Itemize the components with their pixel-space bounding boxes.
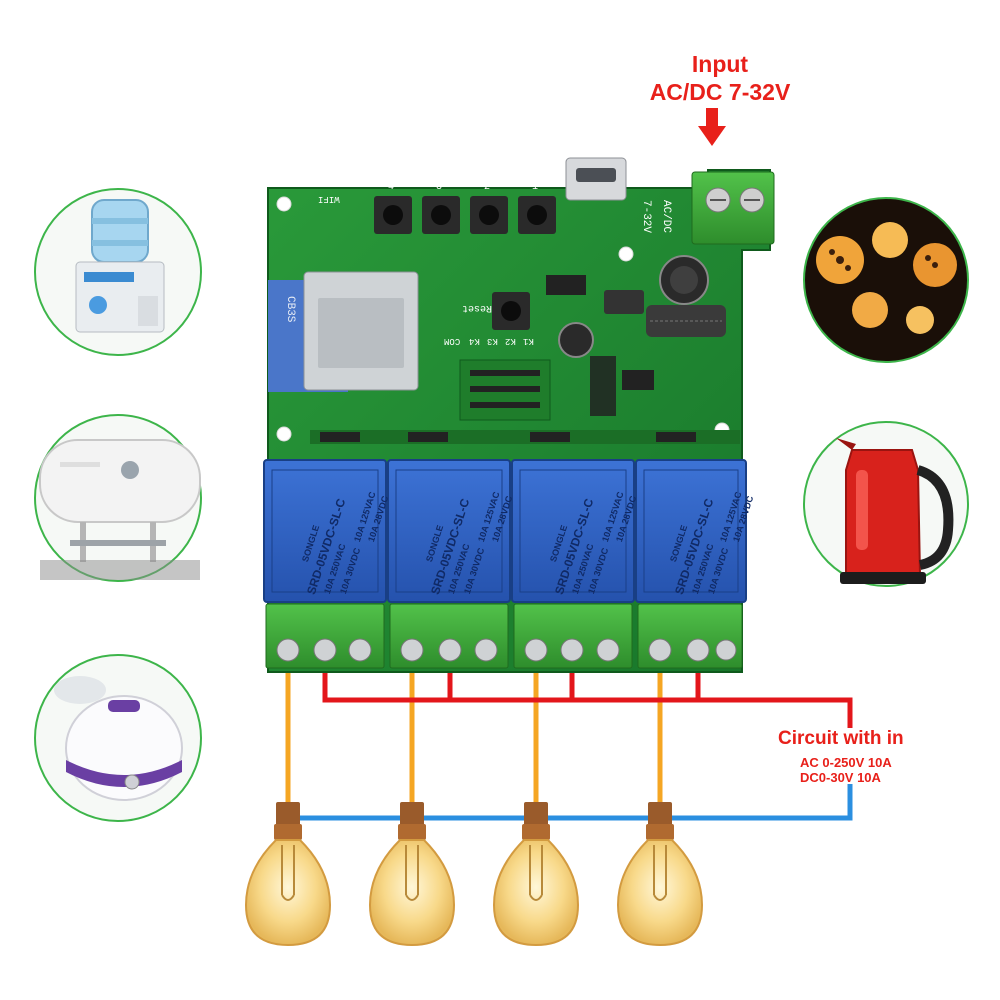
antenna-coil bbox=[646, 305, 726, 337]
input-label-line1: Input bbox=[691, 51, 749, 77]
relay bbox=[263, 459, 387, 603]
appliance-water-heater bbox=[34, 414, 202, 582]
relay bbox=[635, 459, 747, 603]
pendant-lamps-icon bbox=[816, 222, 957, 334]
humidifier-icon bbox=[54, 676, 183, 801]
pcb-key-label: K2 bbox=[505, 336, 516, 346]
pcb-button-number: 2 bbox=[484, 182, 491, 193]
water-dispenser-icon bbox=[75, 199, 165, 333]
output-terminal-block bbox=[637, 603, 743, 669]
pcb-key-label: K4 bbox=[469, 336, 480, 346]
relay bbox=[387, 459, 511, 603]
pcb-key-label: K1 bbox=[523, 336, 534, 346]
pcb-key-label: COM bbox=[444, 336, 461, 346]
wifi-module bbox=[268, 271, 419, 392]
circuit-spec-ac: AC 0-250V 10A bbox=[800, 755, 892, 770]
blue-return-wire bbox=[288, 784, 853, 821]
pcb-button-number: 1 bbox=[532, 182, 539, 193]
bulb bbox=[492, 802, 580, 947]
appliance-water-dispenser bbox=[34, 188, 202, 356]
pcb-power-label: 7-32V bbox=[640, 200, 652, 234]
pcb-button-number: 4 bbox=[388, 182, 395, 193]
wiring bbox=[285, 668, 853, 821]
pcb-button-number: 3 bbox=[436, 182, 443, 193]
input-arrow-icon bbox=[698, 108, 726, 146]
input-label: Input AC/DC 7-32V bbox=[600, 50, 840, 106]
water-heater-icon bbox=[39, 439, 201, 580]
input-label-line2: AC/DC 7-32V bbox=[649, 79, 791, 105]
appliance-pendant-lamps bbox=[803, 197, 969, 363]
bulb bbox=[616, 802, 704, 947]
output-terminal-block bbox=[389, 603, 509, 669]
buttons bbox=[374, 196, 556, 330]
pcb-wifi-label: WIFI bbox=[318, 194, 340, 204]
appliance-electric-kettle bbox=[803, 421, 969, 587]
red-common-wire bbox=[322, 672, 853, 728]
appliance-humidifier bbox=[34, 654, 202, 822]
usb-port bbox=[565, 157, 627, 201]
output-terminal-block bbox=[513, 603, 633, 669]
electric-kettle-icon bbox=[836, 438, 954, 584]
pcb-key-label: K3 bbox=[487, 336, 498, 346]
pcb-acdc-label: AC/DC bbox=[660, 200, 672, 234]
relay bbox=[511, 459, 635, 603]
bulb bbox=[368, 802, 456, 947]
circuit-label: Circuit with in bbox=[778, 728, 904, 749]
bulb bbox=[244, 802, 332, 947]
input-terminal-block bbox=[691, 171, 775, 245]
circuit-spec-dc: DC0-30V 10A bbox=[800, 770, 881, 785]
pcb-module-label: CB3S bbox=[284, 296, 296, 323]
orange-wires bbox=[285, 668, 663, 808]
output-terminal-block bbox=[265, 603, 385, 669]
pcb-reset-label: Reset bbox=[462, 302, 493, 313]
